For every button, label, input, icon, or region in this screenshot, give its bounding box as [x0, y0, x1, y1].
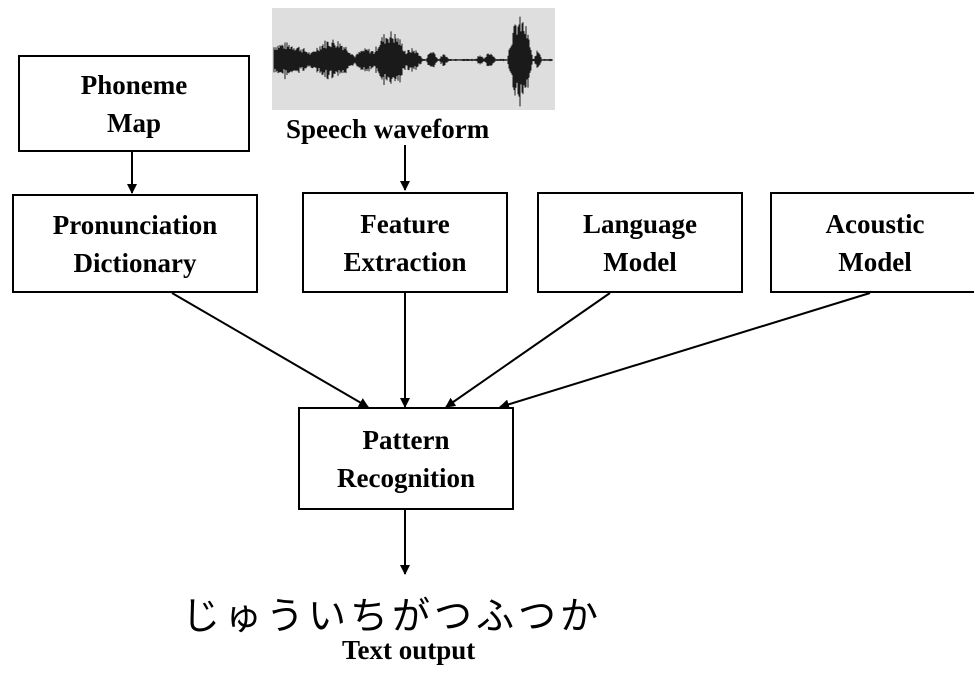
feature-extraction-label-2: Extraction — [343, 246, 467, 277]
phoneme-map-box: Phoneme Map — [18, 55, 250, 152]
language-model-box: Language Model — [537, 192, 743, 293]
edge-language-to-pattern — [445, 292, 611, 408]
text-output-label: Text output — [342, 635, 476, 665]
acoustic-model-label-1: Acoustic — [825, 208, 925, 239]
pattern-recognition-label-1: Pattern — [362, 424, 450, 455]
feature-extraction-label-1: Feature — [360, 208, 450, 239]
speech-waveform-label: Speech waveform — [286, 114, 490, 144]
recognized-text-output: じゅういちがつふつか — [182, 594, 603, 638]
language-model-label-2: Model — [603, 246, 677, 277]
speech-waveform-image — [272, 8, 555, 110]
pattern-recognition-box: Pattern Recognition — [298, 407, 514, 510]
acoustic-model-box: Acoustic Model — [770, 192, 974, 293]
phoneme-map-label-1: Phoneme — [80, 69, 188, 100]
edge-acoustic-to-pattern — [499, 292, 871, 410]
pattern-recognition-label-2: Recognition — [337, 462, 475, 493]
pronunciation-dictionary-box: Pronunciation Dictionary — [12, 194, 258, 293]
waveform-signal — [273, 16, 553, 107]
language-model-label-1: Language — [582, 208, 698, 239]
acoustic-model-label-2: Model — [838, 246, 912, 277]
pronunciation-dictionary-label-1: Pronunciation — [52, 209, 218, 240]
edge-pronunciation-to-pattern — [171, 292, 369, 408]
phoneme-map-label-2: Map — [107, 107, 161, 138]
feature-extraction-box: Feature Extraction — [302, 192, 508, 293]
pronunciation-dictionary-label-2: Dictionary — [73, 247, 197, 278]
